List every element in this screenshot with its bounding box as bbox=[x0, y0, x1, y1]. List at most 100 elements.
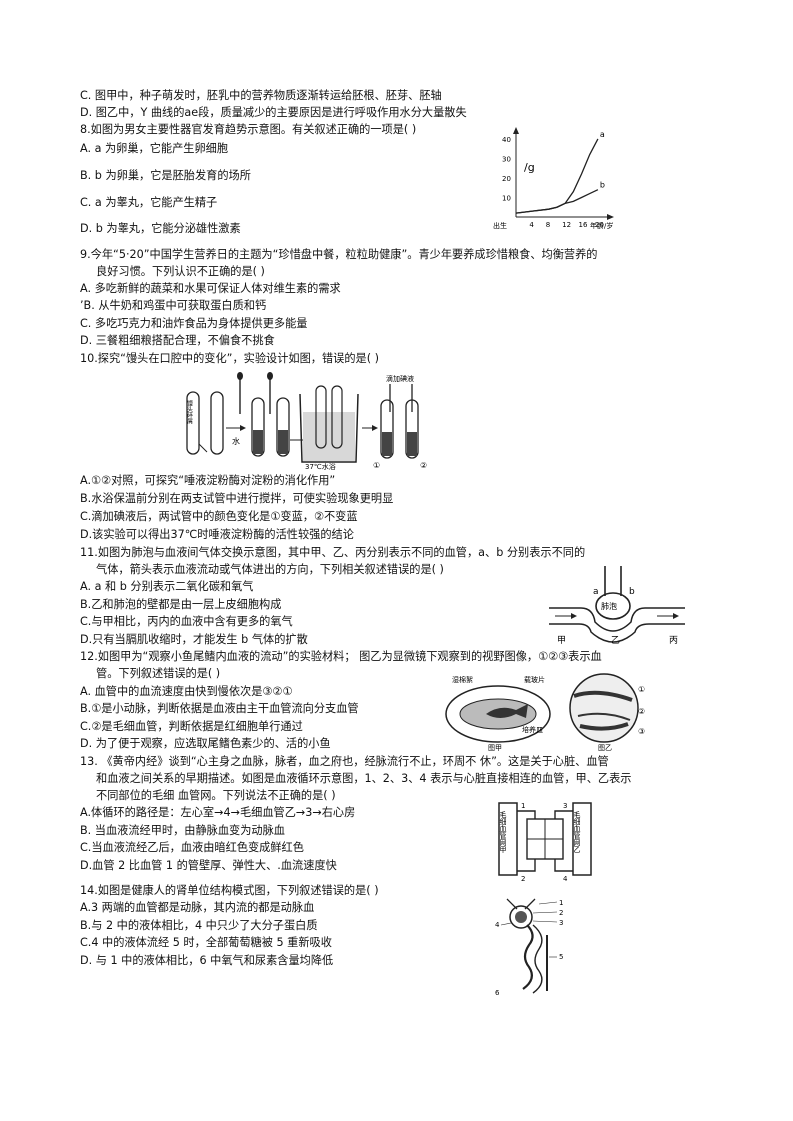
label-bread-crumbs: 馒头碎屑 bbox=[186, 399, 193, 424]
vessel-2-line bbox=[517, 859, 536, 872]
label-2: 2 bbox=[559, 909, 563, 917]
q12-option-b: B.①是小动脉，判断依据是血液由主干血管流向分支血管 bbox=[80, 702, 359, 715]
tube-2a-liquid bbox=[253, 430, 263, 454]
label-vessel-jia: 甲 bbox=[557, 635, 566, 646]
q11-stem-line1: 11.如图为肺泡与血液间气体交换示意图，其中甲、乙、丙分别表示不同的血管，a、b… bbox=[80, 546, 586, 559]
capillary-network-yi bbox=[572, 802, 592, 876]
label-wet-cotton: 湿棉絮 bbox=[452, 675, 473, 684]
q10-option-d: D.该实验可以得出37℃时唾液淀粉酶的活性较强的结论 bbox=[80, 528, 354, 541]
blood-flow-arrow-in-head-icon bbox=[571, 613, 577, 619]
q11-option-b: B.乙和肺泡的壁都是由一层上皮细胞构成 bbox=[80, 598, 282, 611]
label-petri-dish: 培养皿 bbox=[522, 725, 543, 734]
tube-3b-liquid bbox=[407, 432, 417, 456]
chart-origin-label: 出生 bbox=[493, 221, 507, 230]
q11-option-d: D.只有当膈肌收缩时，才能发生 b 气体的扩散 bbox=[80, 633, 308, 646]
blood-flow-arrow-out-head-icon bbox=[673, 613, 679, 619]
q9-option-a: A. 多吃新鲜的蔬菜和水果可保证人体对维生素的需求 bbox=[80, 282, 341, 295]
tube-in-bath-2 bbox=[331, 385, 343, 449]
q8-option-b: B. b 为卵巢，它是胚胎发育的场所 bbox=[80, 169, 251, 182]
small-fish bbox=[486, 704, 528, 718]
tube-1a bbox=[186, 391, 200, 455]
q12-option-d: D. 为了便于观察，应选取尾鳍色素少的、活的小鱼 bbox=[80, 737, 331, 750]
q8-option-c: C. a 为睾丸，它能产生精子 bbox=[80, 196, 218, 209]
label-vessel-2: ② bbox=[638, 707, 645, 716]
leader-2 bbox=[532, 911, 558, 914]
q9-stem-line2: 良好习惯。下列认识不正确的是( ) bbox=[96, 265, 265, 278]
label-slide: 载玻片 bbox=[524, 675, 545, 684]
arterioles bbox=[506, 898, 536, 910]
arrow-1-head-icon bbox=[240, 425, 246, 431]
label-vessel-1: 1 bbox=[521, 802, 525, 810]
q12-option-c: C.②是毛细血管，判断依据是红细胞单行通过 bbox=[80, 720, 303, 733]
q10-option-b: B.水浴保温前分别在两支试管中进行搅拌，可使实验现象更明显 bbox=[80, 492, 394, 505]
q13-circulation-diagram: 毛细血管网甲 毛细血管网乙 1 2 3 4 bbox=[498, 802, 592, 883]
label-vessel-1: ① bbox=[638, 685, 645, 694]
chart-xlabel: 年龄/岁 bbox=[590, 221, 613, 230]
label-1: 1 bbox=[559, 899, 563, 907]
q13-option-d: D.血管 2 比血管 1 的管壁厚、弹性大、.血流速度快 bbox=[80, 859, 337, 872]
capillary-around-tubule bbox=[532, 924, 543, 994]
glomerulus-capsule bbox=[509, 905, 533, 929]
q14-option-b: B.与 2 中的液体相比，4 中只少了大分子蛋白质 bbox=[80, 919, 318, 932]
label-alveolus: 肺泡 bbox=[601, 601, 617, 611]
tube-3a bbox=[380, 399, 394, 459]
q12-stem-line1: 12.如图甲为“观察小鱼尾鳍内血液的流动”的实验材料； 图乙为显微镜下观察到的视… bbox=[80, 650, 602, 663]
renal-tubule bbox=[522, 924, 534, 990]
chart-ylabel: /g bbox=[524, 161, 535, 174]
y-tick-label: 20 bbox=[502, 175, 511, 183]
label-gas-b: b bbox=[629, 587, 635, 597]
vessel-3-line bbox=[554, 810, 573, 819]
label-vessel-2: 2 bbox=[521, 875, 525, 883]
label-water-bath: 37℃水浴 bbox=[305, 462, 336, 470]
q8-option-d: D. b 为睾丸，它能分泌雄性激素 bbox=[80, 222, 241, 235]
x-tick-label: 20 bbox=[595, 221, 604, 229]
q14-option-a: A.3 两端的血管都是动脉，其内流的都是动脉血 bbox=[80, 901, 315, 914]
q7-option-d: D. 图乙中，Y 曲线的ae段，质量减少的主要原因是进行呼吸作用水分大量散失 bbox=[80, 106, 467, 119]
x-tick-label: 12 bbox=[562, 221, 571, 229]
label-tube-1: ① bbox=[373, 461, 380, 470]
series-label-b: b bbox=[600, 181, 605, 190]
tube-3a-liquid bbox=[382, 432, 392, 456]
series-line-b bbox=[515, 189, 599, 214]
label-vessel-4: 4 bbox=[563, 875, 568, 883]
dropper-2-bulb bbox=[267, 372, 273, 380]
q12-fish-diagram: 湿棉絮 载玻片 培养皿 图甲 ① ② ③ 图乙 bbox=[445, 673, 645, 752]
q10-option-c: C.滴加碘液后，两试管中的颜色变化是①变蓝，②不变蓝 bbox=[80, 510, 358, 523]
q10-option-a: A.①②对照，可探究“唾液淀粉酶对淀粉的消化作用” bbox=[80, 474, 336, 487]
q14-nephron-diagram: 1 2 3 4 5 6 bbox=[495, 898, 563, 997]
y-axis-arrow-icon bbox=[513, 127, 519, 134]
leader-4 bbox=[500, 922, 512, 926]
bronchiole-tube bbox=[604, 566, 622, 596]
y-tick-label: 30 bbox=[502, 155, 511, 163]
x-tick-label: 4 bbox=[529, 221, 534, 229]
label-gas-a: a bbox=[593, 587, 599, 597]
petri-dish bbox=[445, 685, 551, 743]
x-tick-label: 8 bbox=[546, 221, 550, 229]
tube-2b bbox=[276, 397, 290, 457]
tube-in-bath-1 bbox=[315, 385, 327, 449]
q10-stem: 10.探究“馒头在口腔中的变化”，实验设计如图，错误的是( ) bbox=[80, 352, 379, 365]
label-water: 水 bbox=[232, 436, 240, 446]
q14-stem: 14.如图是健康人的肾单位结构模式图，下列叙述错误的是( ) bbox=[80, 884, 379, 897]
capillary-lower-wall bbox=[549, 623, 685, 643]
dropper-1-bulb bbox=[237, 372, 243, 380]
label-6: 6 bbox=[495, 989, 500, 997]
label-fig-yi: 图乙 bbox=[598, 744, 612, 752]
y-tick-label: 10 bbox=[502, 194, 511, 202]
arrow-2-head-icon bbox=[372, 425, 378, 431]
q9-option-c: C. 多吃巧克力和油炸食品为身体提供更多能量 bbox=[80, 317, 308, 330]
leader-3 bbox=[532, 920, 558, 923]
q13-stem-line1: 13. 《黄帝内经》谈到“心主身之血脉，脉者，血之府也，经脉流行不止，环周不 休… bbox=[80, 755, 609, 768]
label-capillary-jia: 毛细血管网甲 bbox=[499, 810, 507, 854]
q13-option-a: A.体循环的路径是：左心室→4→毛细血管乙→3→右心房 bbox=[80, 806, 356, 819]
capillary-network-jia bbox=[498, 802, 518, 876]
label-vessel-yi: 乙 bbox=[611, 635, 620, 646]
tube-2b-liquid bbox=[278, 430, 288, 454]
q9-stem-line1: 9.今年“5·20”中国学生营养日的主题为“珍惜盘中餐，粒粒助健康”。青少年要养… bbox=[80, 248, 598, 261]
label-vessel-3: ③ bbox=[638, 727, 645, 736]
microscope-field bbox=[569, 673, 639, 743]
label-tube-2: ② bbox=[420, 461, 427, 470]
label-4: 4 bbox=[495, 921, 500, 929]
vessel-4-line bbox=[554, 859, 573, 872]
